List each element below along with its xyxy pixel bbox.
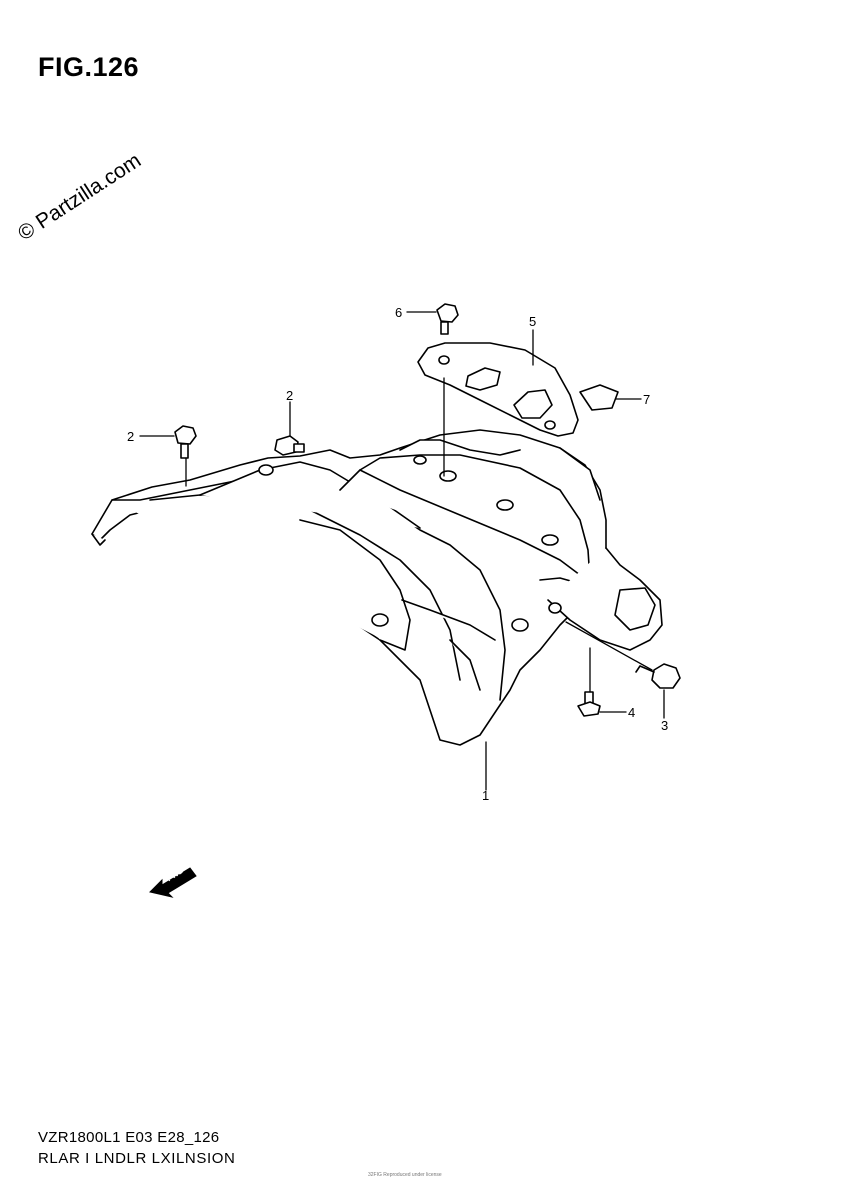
callout-7: 7 bbox=[643, 392, 650, 407]
copyright-text: Reproduced under license bbox=[383, 1172, 442, 1178]
screw-4-part bbox=[577, 691, 601, 717]
copyright-page: 32FIG bbox=[368, 1172, 382, 1178]
callout-5: 5 bbox=[529, 314, 536, 329]
rear-fender-extension-part bbox=[91, 429, 663, 746]
figure-title: FIG.126 bbox=[38, 52, 140, 82]
pad-part bbox=[579, 384, 619, 411]
callout-2-upper: 2 bbox=[286, 388, 293, 403]
callout-4: 4 bbox=[628, 705, 635, 720]
callout-3: 3 bbox=[661, 718, 668, 733]
diagram-code: VZR1800L1 E03 E28_126 bbox=[38, 1129, 220, 1146]
diagram-name: RLAR I LNDLR LXILNSION bbox=[38, 1150, 236, 1167]
mounting-plate-part bbox=[417, 342, 579, 437]
bolt-3-part bbox=[635, 663, 681, 689]
grommet-2-part bbox=[274, 435, 305, 456]
bolt-6-part bbox=[436, 303, 459, 335]
callout-6: 6 bbox=[395, 305, 402, 320]
screw-2-left-part bbox=[174, 425, 197, 459]
callout-1: 1 bbox=[482, 788, 489, 803]
copyright-note: 32FIG Reproduced under license bbox=[368, 1172, 442, 1178]
callout-2-left: 2 bbox=[127, 429, 134, 444]
forward-arrow-icon bbox=[149, 867, 197, 898]
